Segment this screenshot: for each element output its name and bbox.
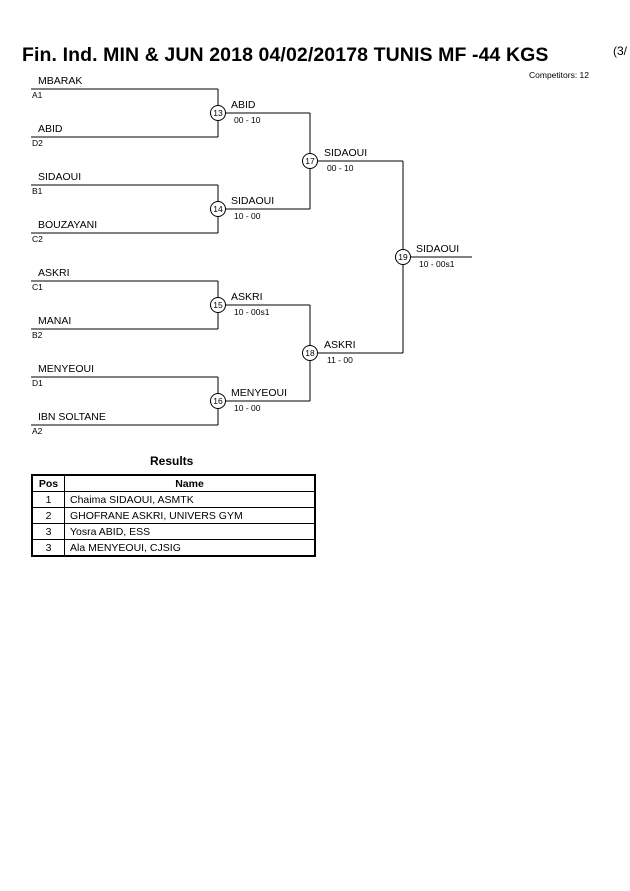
match-score: 10 - 00 <box>234 211 261 221</box>
pos-column-header: Pos <box>31 474 65 492</box>
match-score: 00 - 10 <box>234 115 261 125</box>
competitor-name: SIDAOUI <box>38 171 82 183</box>
results-header-row: Pos Name <box>31 474 316 492</box>
match-score: 11 - 00 <box>327 355 353 365</box>
final-score: 10 - 00s1 <box>419 259 455 269</box>
match-score: 10 - 00 <box>234 403 261 413</box>
result-name: Yosra ABID, ESS <box>64 523 316 540</box>
result-name: Chaima SIDAOUI, ASMTK <box>64 491 316 508</box>
final-winner: SIDAOUI <box>416 243 460 255</box>
competitor-seed: B1 <box>32 186 43 196</box>
competitor-seed: C2 <box>32 234 43 244</box>
results-table: Pos Name 1 Chaima SIDAOUI, ASMTK 2 GHOFR… <box>31 474 316 557</box>
competitor-name: MANAI <box>38 315 72 327</box>
competitor-seed: D2 <box>32 138 43 148</box>
competitor-name: ABID <box>38 123 63 135</box>
result-name: Ala MENYEOUI, CJSIG <box>64 539 316 557</box>
result-position: 2 <box>31 507 65 524</box>
competitor-seed: A2 <box>32 426 43 436</box>
result-name: GHOFRANE ASKRI, UNIVERS GYM <box>64 507 316 524</box>
name-column-header: Name <box>64 474 316 492</box>
result-position: 1 <box>31 491 65 508</box>
table-row: 3 Yosra ABID, ESS <box>31 523 316 540</box>
result-position: 3 <box>31 523 65 540</box>
table-row: 3 Ala MENYEOUI, CJSIG <box>31 539 316 557</box>
result-position: 3 <box>31 539 65 557</box>
match-winner: ASKRI <box>324 339 356 351</box>
match-number-badge: 19 <box>395 249 411 265</box>
match-score: 00 - 10 <box>327 163 354 173</box>
match-number-badge: 17 <box>302 153 318 169</box>
match-number-badge: 18 <box>302 345 318 361</box>
match-winner: SIDAOUI <box>231 195 275 207</box>
match-number-badge: 13 <box>210 105 226 121</box>
match-number-badge: 15 <box>210 297 226 313</box>
page-title: Fin. Ind. MIN & JUN 2018 04/02/20178 TUN… <box>22 44 549 66</box>
match-winner: SIDAOUI <box>324 147 368 159</box>
match-number-badge: 16 <box>210 393 226 409</box>
competitor-name: IBN SOLTANE <box>38 411 106 423</box>
competitor-seed: B2 <box>32 330 43 340</box>
competitor-name: BOUZAYANI <box>38 219 98 231</box>
competitor-name: MBARAK <box>38 75 83 87</box>
competitor-seed: C1 <box>32 282 43 292</box>
competitor-name: ASKRI <box>38 267 70 279</box>
match-winner: ASKRI <box>231 291 263 303</box>
table-row: 2 GHOFRANE ASKRI, UNIVERS GYM <box>31 507 316 524</box>
competitor-name: MENYEOUI <box>38 363 95 375</box>
competitors-count: Competitors: 12 <box>529 70 589 80</box>
results-title: Results <box>150 454 194 468</box>
match-score: 10 - 00s1 <box>234 307 270 317</box>
competitor-seed: D1 <box>32 378 43 388</box>
table-row: 1 Chaima SIDAOUI, ASMTK <box>31 491 316 508</box>
page-number-fragment: (3/ <box>613 44 628 58</box>
match-number-badge: 14 <box>210 201 226 217</box>
match-winner: MENYEOUI <box>231 387 288 399</box>
competitor-seed: A1 <box>32 90 43 100</box>
match-winner: ABID <box>231 99 256 111</box>
